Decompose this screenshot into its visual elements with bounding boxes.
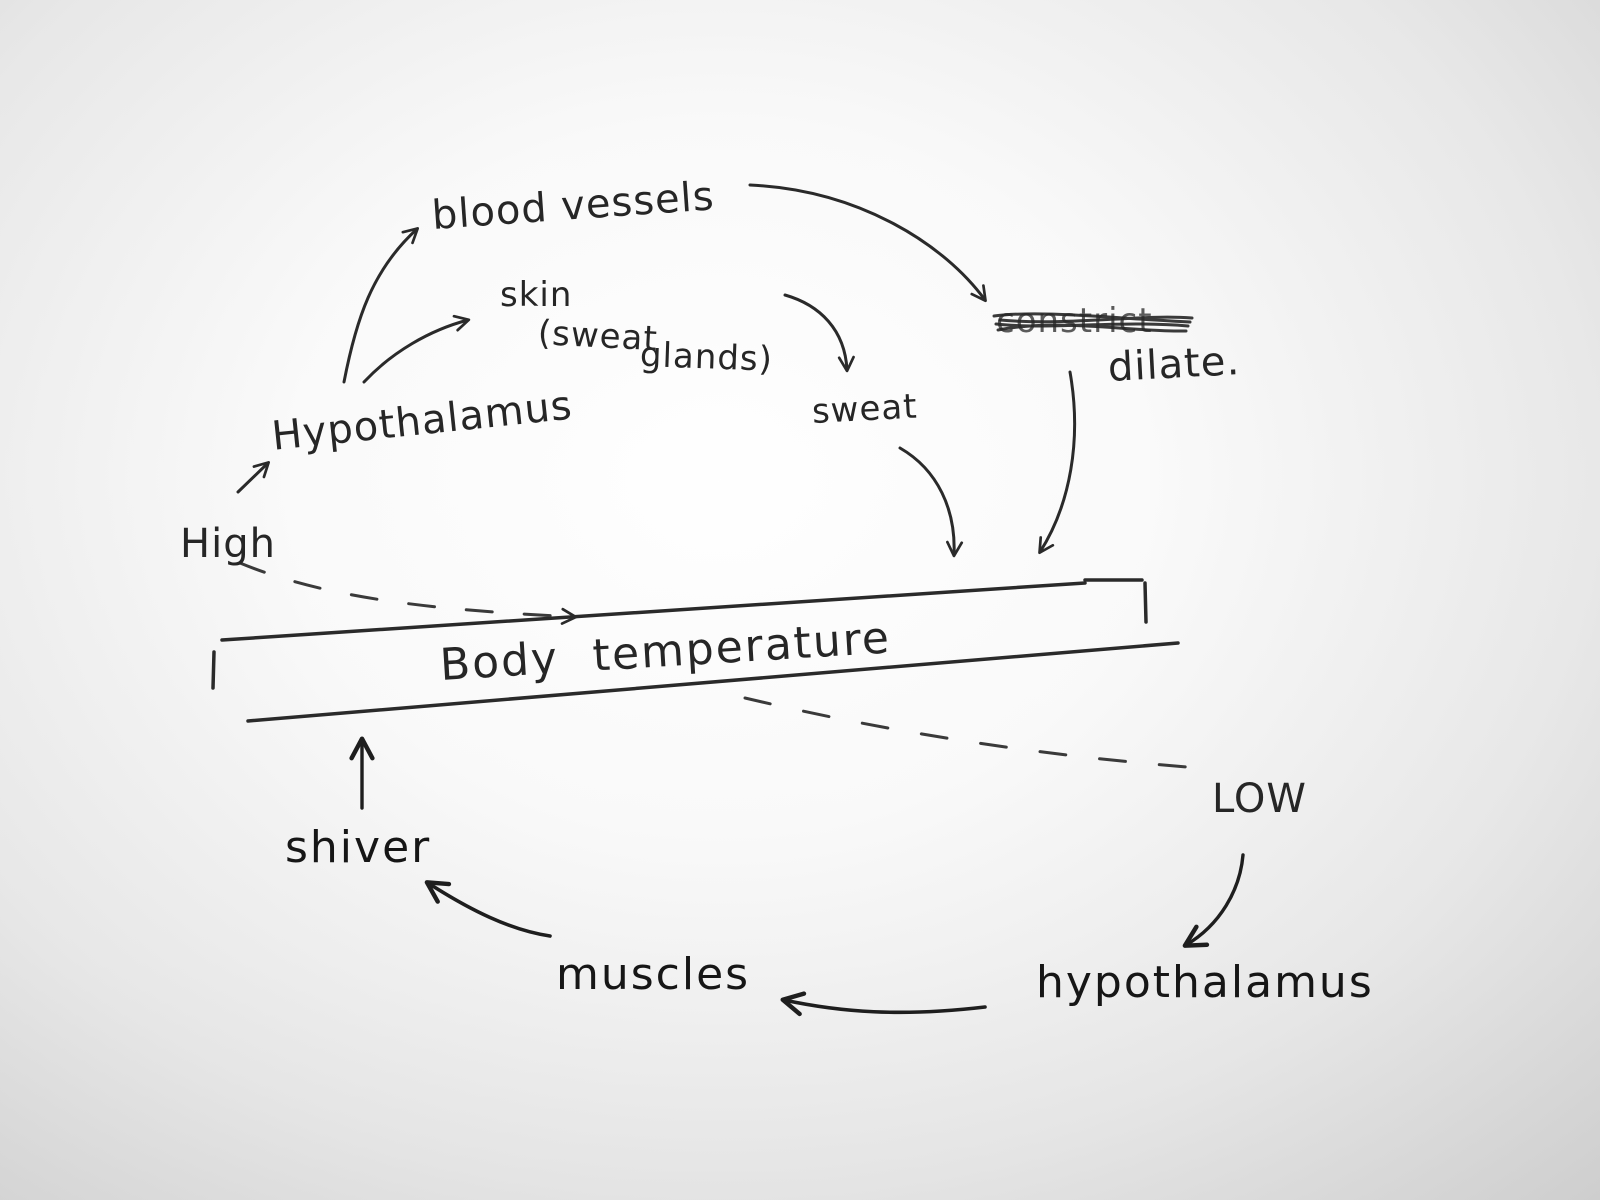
dashed-arrow-high-to-body-temperature bbox=[238, 561, 578, 625]
dashed-line-body-temperature-to-low bbox=[743, 696, 1202, 770]
label-muscles: muscles bbox=[556, 949, 751, 1000]
label-low: LOW bbox=[1212, 776, 1307, 822]
arrow-high-to-hypothalamus bbox=[236, 461, 270, 494]
label-constrict-crossed-out: constrict bbox=[996, 301, 1153, 341]
arrow-hypothalamus-to-blood-vessels bbox=[342, 227, 420, 384]
label-skin: skin bbox=[500, 275, 573, 315]
bar-top-line bbox=[220, 581, 1087, 642]
arrow-blood-vessels-to-dilate bbox=[748, 183, 987, 303]
arrow-low-to-hypothalamus bbox=[1182, 853, 1245, 948]
bar-right-tick bbox=[1143, 581, 1148, 624]
label-high: High bbox=[180, 521, 276, 567]
body-temperature-bar bbox=[211, 578, 1180, 723]
label-dilate: dilate. bbox=[1106, 338, 1242, 391]
label-sweat-glands-line2: glands) bbox=[639, 335, 774, 380]
arrow-muscles-to-shiver bbox=[424, 880, 552, 938]
arrow-hypothalamus-to-skin bbox=[362, 314, 471, 384]
crossed-out-scribble bbox=[992, 312, 1194, 333]
label-hypothalamus-bottom: hypothalamus bbox=[1036, 957, 1374, 1008]
arrow-hypothalamus-to-muscles bbox=[780, 991, 987, 1017]
label-sweat: sweat bbox=[810, 386, 919, 432]
label-shiver: shiver bbox=[285, 822, 432, 873]
arrow-sweat-to-body-temperature bbox=[898, 446, 964, 558]
bar-bottom-line bbox=[246, 641, 1180, 723]
bar-left-tick bbox=[211, 650, 216, 690]
arrow-dilate-to-body-temperature bbox=[1038, 370, 1077, 555]
arrow-skin-to-sweat bbox=[783, 293, 855, 373]
